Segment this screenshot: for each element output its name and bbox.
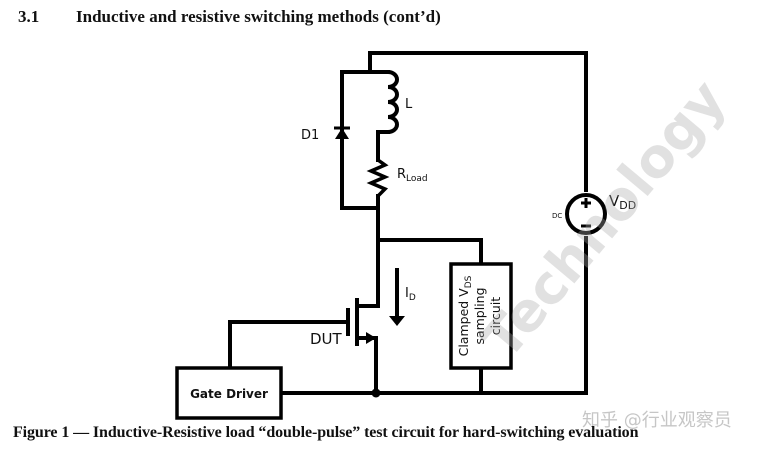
diode-symbol <box>334 126 350 139</box>
wire-l-to-r <box>376 130 390 162</box>
svg-text:circuit: circuit <box>488 297 503 335</box>
watermark-source: 知乎 @行业观察员 <box>582 410 732 431</box>
svg-text:sampling: sampling <box>472 287 487 344</box>
inductor-symbol <box>387 70 399 134</box>
figure-caption: Figure 1 — Inductive-Resistive load “dou… <box>13 424 639 441</box>
svg-text:Clamped VDS: Clamped VDS <box>456 275 474 356</box>
mosfet-arrow <box>366 332 376 344</box>
wire-source <box>362 336 378 395</box>
wire-drain <box>362 238 380 308</box>
mosfet-symbol <box>346 298 366 346</box>
dut-label: DUT <box>310 330 343 348</box>
wire-gate <box>228 320 350 370</box>
inductor-label: L <box>405 97 413 112</box>
current-label: ID <box>405 286 416 303</box>
diode-label: D1 <box>301 128 319 143</box>
wire-node-to-clamp <box>376 238 483 266</box>
junction-dot <box>371 388 381 398</box>
current-arrow-icon <box>389 268 405 326</box>
vdd-label: VDD <box>609 192 636 212</box>
gate-driver-box <box>175 366 283 420</box>
section-number: 3.1 <box>18 7 40 26</box>
dc-label: DC <box>552 212 562 220</box>
resistor-label: RLoad <box>397 167 428 184</box>
wire-right-rail <box>376 236 588 395</box>
gate-driver-label: Gate Driver <box>190 387 268 401</box>
clamp-box <box>449 262 513 370</box>
section-title: Inductive and resistive switching method… <box>76 7 441 26</box>
section-heading: 3.1 Inductive and resistive switching met… <box>18 7 441 27</box>
dc-source-symbol <box>565 193 607 235</box>
resistor-symbol <box>366 158 390 198</box>
clamp-label: Clamped VDS sampling circuit <box>456 275 503 356</box>
wire-top-rail <box>368 51 588 192</box>
wire-loop-left <box>340 70 380 210</box>
